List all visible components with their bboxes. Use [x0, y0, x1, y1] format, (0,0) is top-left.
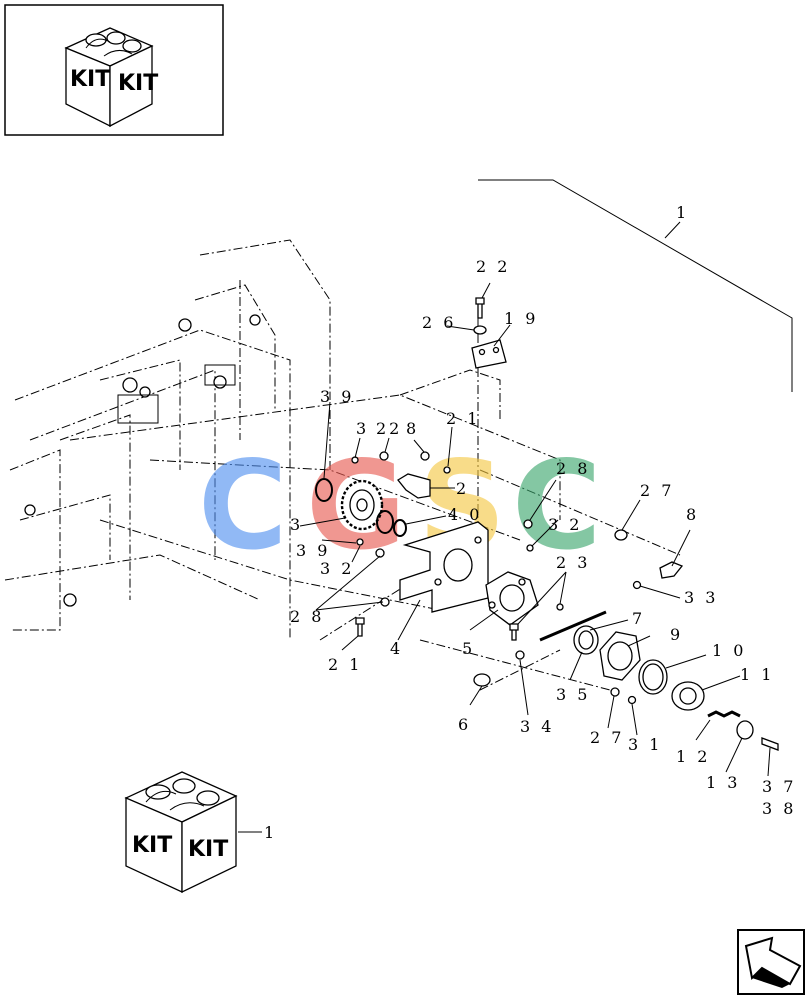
housing-9	[599, 631, 641, 681]
bracket-19	[471, 339, 507, 369]
kit-box-icon-top: KIT KIT	[64, 27, 158, 128]
parts	[315, 297, 779, 751]
mount-plate-4	[399, 521, 489, 613]
assembly-bracket: 1	[478, 179, 793, 392]
bracket-2	[397, 473, 431, 499]
callout-23: 2 3	[556, 553, 590, 572]
arrow-icon	[744, 936, 802, 988]
callout-11: 1 1	[740, 665, 774, 684]
callout-35: 3 5	[556, 685, 590, 704]
callout-3-b: 3	[290, 515, 303, 534]
watermark: C G S C	[198, 435, 602, 577]
callout-19: 1 9	[504, 309, 538, 328]
callout-22-top: 2 2	[476, 257, 510, 276]
callout-3-a: 3	[356, 419, 369, 438]
gear	[340, 479, 384, 531]
kit-label-top-left: KIT	[70, 67, 110, 92]
callout-28-b: 2 8	[290, 607, 324, 626]
callout-27-a: 2 7	[640, 481, 674, 500]
callout-13: 1 3	[706, 773, 740, 792]
callout-34: 3 4	[520, 717, 554, 736]
kit-inset-box: KIT KIT	[4, 4, 224, 136]
bearing-housing-5	[485, 571, 539, 626]
next-page-button[interactable]	[737, 929, 805, 995]
kit-label-bottom-left: KIT	[132, 833, 172, 858]
fitting-6	[473, 673, 491, 687]
callout-21-b: 2 1	[328, 655, 362, 674]
callout-37: 3 7	[762, 777, 796, 796]
callout-7: 7	[632, 609, 645, 628]
watermark-letter-c1: C	[198, 435, 288, 577]
callout-5: 5	[462, 639, 475, 658]
watermark-letter-c2: C	[512, 435, 602, 577]
callout-39-a: 3 9	[320, 387, 354, 406]
washer-27a	[614, 529, 628, 541]
callout-31: 3 1	[628, 735, 662, 754]
callout-32-a: 3 2	[320, 559, 354, 578]
callout-4: 4	[390, 639, 403, 658]
o-ring-40	[376, 510, 394, 534]
callout-38: 3 8	[762, 799, 796, 818]
callout-2: 2	[456, 479, 469, 498]
o-ring-39b	[393, 519, 407, 537]
washer-26	[473, 325, 487, 335]
machine-frame-phantom	[4, 239, 681, 691]
callout-10: 1 0	[712, 641, 746, 660]
callout-33: 3 3	[684, 588, 718, 607]
callout-28-a: 2 8	[556, 459, 590, 478]
bracket-8b	[659, 561, 684, 579]
kit-callout: 1	[264, 823, 277, 842]
callout-32-b: 3 2	[548, 515, 582, 534]
callout-9: 9	[670, 625, 683, 644]
kit-box-icon-bottom: KIT KIT 1	[124, 771, 277, 894]
leader-lines	[238, 282, 771, 833]
callout-39-b: 3 9	[296, 541, 330, 560]
kit-label-bottom-right: KIT	[188, 837, 228, 862]
callout-6: 6	[458, 715, 471, 734]
callout-22-b: 22	[376, 419, 402, 438]
kit-label-top-right: KIT	[118, 71, 158, 96]
callout-26: 2 6	[422, 313, 456, 332]
callout-8-b: 8	[686, 505, 699, 524]
cover-11	[671, 681, 705, 711]
assembly-callout: 1	[676, 203, 689, 222]
cap-13	[736, 720, 754, 740]
callout-40: 4 0	[448, 505, 482, 524]
o-ring-39a	[315, 478, 333, 502]
callout-labels: 2 2 2 6 1 9 3 9 3 22 8 2 1 2 3 4 0 3 9 3…	[290, 257, 796, 818]
callout-21-a: 2 1	[446, 409, 480, 428]
callout-12: 1 2	[676, 747, 710, 766]
spring-12	[707, 710, 741, 718]
bolt-37	[761, 737, 779, 751]
callout-27-b: 2 7	[590, 728, 624, 747]
callout-8-a: 8	[406, 419, 419, 438]
bolt-22-top	[475, 297, 485, 319]
